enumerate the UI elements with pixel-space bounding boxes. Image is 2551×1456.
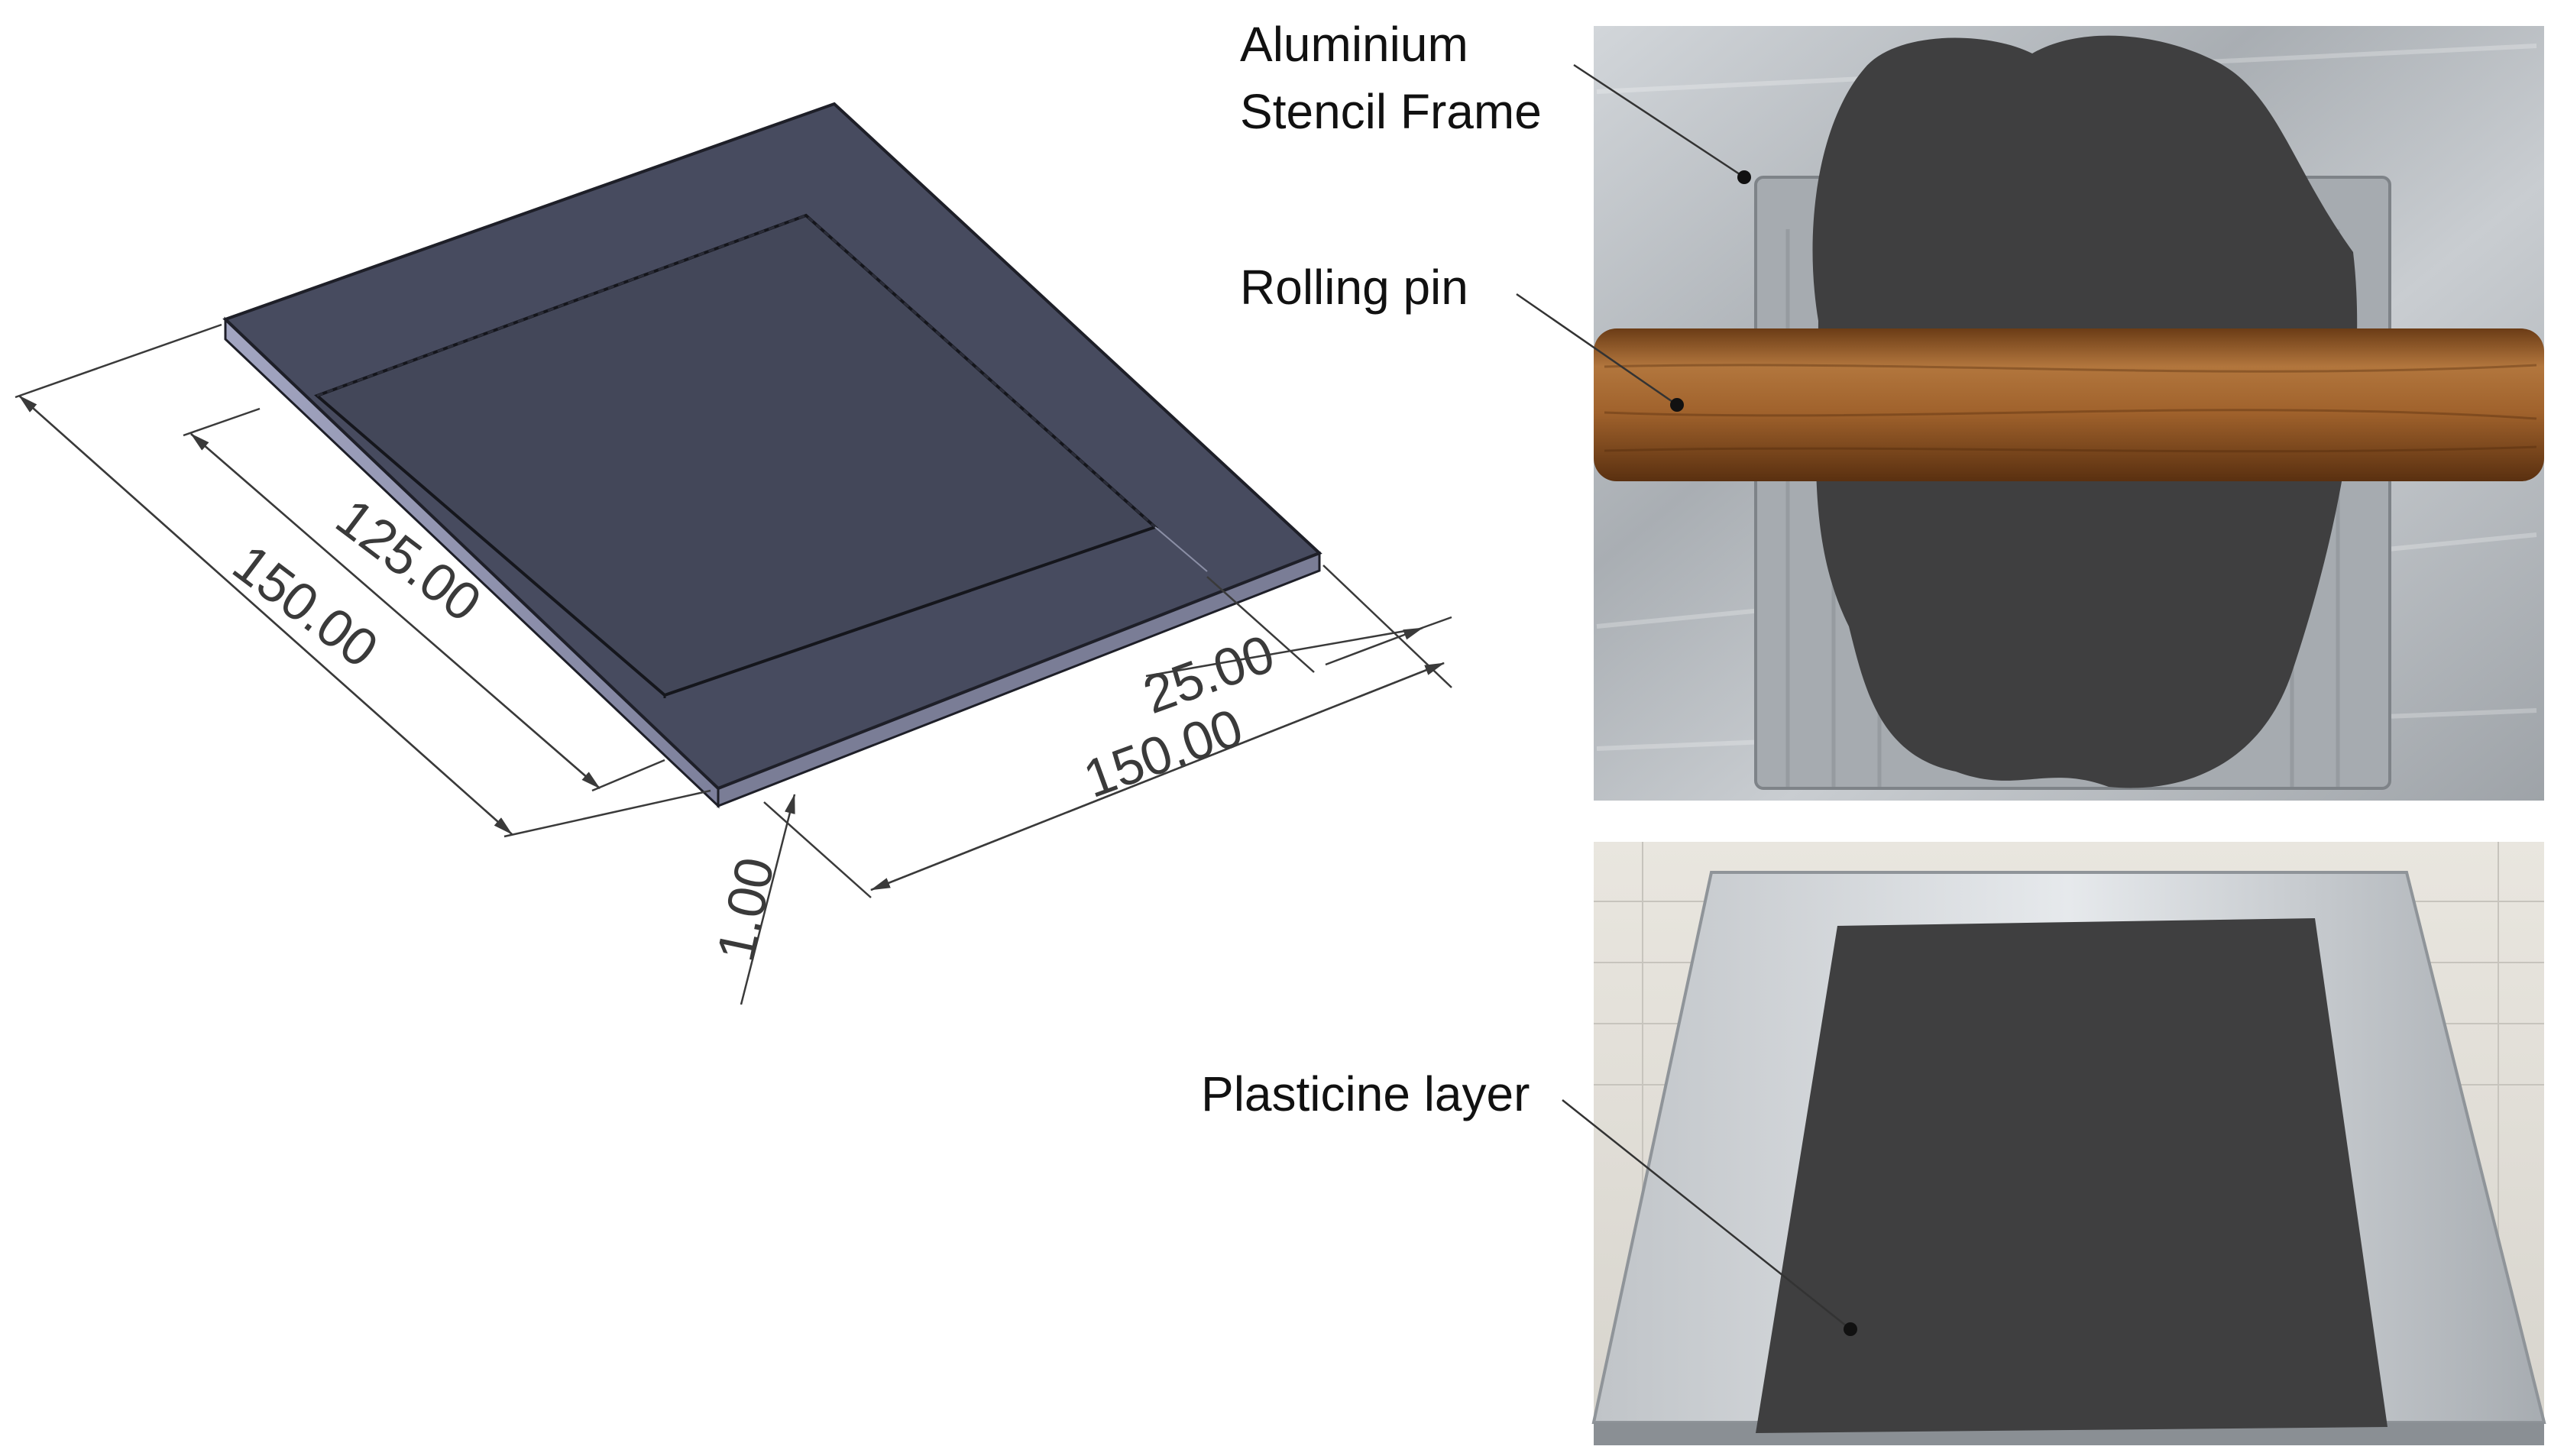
dim-frame-border xyxy=(1145,576,1452,678)
right-strip-line xyxy=(1154,526,1208,572)
plasticine-layer xyxy=(1756,918,2388,1433)
dim-label-thickness: 1.00 xyxy=(705,853,785,966)
label-frame-line2: Stencil Frame xyxy=(1240,84,1542,139)
dim-outer-left xyxy=(15,323,711,838)
cad-drawing: 150.00 125.00 25.00 150.00 1.00 xyxy=(15,102,1452,1005)
plasticine-leader xyxy=(1562,1099,1851,1330)
photo-top: Aluminium Stencil Frame Rolling pin xyxy=(1240,17,2544,801)
rolling-pin-leader xyxy=(1516,293,1678,406)
label-plasticine: Plasticine layer xyxy=(1201,1066,1530,1121)
label-rolling-pin: Rolling pin xyxy=(1240,260,1468,315)
frame-leader-dot xyxy=(1737,170,1751,184)
dim-outer-right xyxy=(763,565,1452,898)
dim-inner-left xyxy=(183,407,665,792)
photo-bottom: Plasticine layer xyxy=(1201,842,2546,1445)
plasticine-leader-dot xyxy=(1844,1322,1857,1336)
rolling-pin xyxy=(1594,328,2544,481)
dim-thickness xyxy=(740,794,796,1005)
frame-leader xyxy=(1573,63,1745,179)
inner-square-dashed-edge xyxy=(316,214,1156,529)
label-frame-line1: Aluminium xyxy=(1240,17,1468,72)
rolling-pin-leader-dot xyxy=(1670,398,1684,412)
